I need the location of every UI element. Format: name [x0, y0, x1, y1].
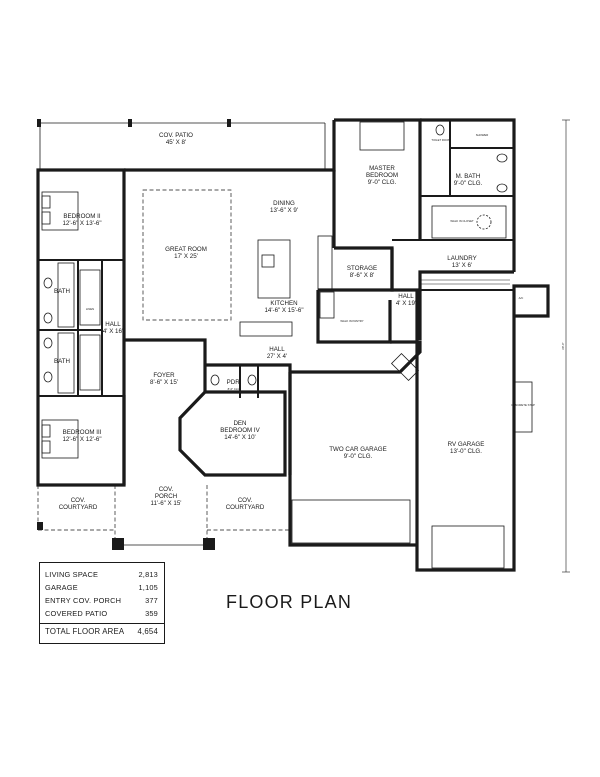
cov-courtyard-west-2: COURTYARD [59, 504, 98, 511]
walk-in-closet-label: WALK IN CLOSET [450, 219, 474, 223]
area-label: ENTRY COV. PORCH [45, 596, 122, 605]
storage-name: STORAGE [347, 265, 377, 272]
walk-in-pantry-label: WALK IN PANTRY [340, 319, 363, 323]
entry-courtyards [37, 485, 290, 550]
total-row: TOTAL FLOOR AREA 4,654 [45, 626, 158, 637]
area-row: COVERED PATIO 359 [45, 608, 158, 619]
two-car-garage-dims: 9'-0" CLG. [344, 453, 373, 460]
center-walls [122, 340, 422, 485]
foyer-dims: 8'-6" X 15' [150, 379, 178, 386]
cov-porch-2: PORCH [155, 493, 177, 500]
garage-walls [288, 279, 550, 572]
master-bedroom-name-1: MASTER [369, 165, 395, 172]
kitchen-dims: 14'-6" X 15'-6" [264, 307, 303, 314]
kitchen-name: KITCHEN [270, 300, 297, 307]
shower-label: SHOWER [476, 133, 489, 137]
master-bedroom-dims: 9'-0" CLG. [368, 179, 397, 186]
hall-west-dims: 4' X 16' [103, 328, 123, 335]
area-value: 377 [145, 596, 158, 605]
area-value: 2,813 [138, 570, 158, 579]
m-bath-name: M. BATH [456, 173, 481, 180]
bedroom-ii-dims: 12'-6" X 13'-6" [62, 220, 101, 227]
area-summary-table: LIVING SPACE 2,813 GARAGE 1,105 ENTRY CO… [39, 562, 165, 644]
two-car-garage-name: TWO CAR GARAGE [329, 446, 386, 453]
dining-name: DINING [273, 200, 295, 207]
hall-center-dims: 27' X 4' [267, 353, 287, 360]
master-bedroom-name-2: BEDROOM [366, 172, 398, 179]
hall-east-dims: 4' X 19' [396, 300, 416, 307]
rv-garage-name: RV GARAGE [448, 441, 485, 448]
area-value: 359 [145, 609, 158, 618]
foyer-name: FOYER [153, 372, 175, 379]
area-label: LIVING SPACE [45, 570, 99, 579]
great-room-dims: 17' X 25' [174, 253, 198, 260]
area-row: LIVING SPACE 2,813 [45, 569, 158, 580]
bath-lower-name: BATH [54, 358, 70, 365]
hall-west-name: HALL [105, 321, 121, 328]
hall-east-name: HALL [398, 293, 414, 300]
bedroom-iii-dims: 12'-6" X 12'-6" [62, 436, 101, 443]
storage-dims: 8'-6" X 8' [350, 272, 375, 279]
cov-porch-dims: 11'-6" X 15' [151, 500, 182, 507]
area-label: COVERED PATIO [45, 609, 108, 618]
pdr-dims: 8'-0" CLG. [228, 387, 241, 391]
cov-porch-1: COV. [159, 486, 174, 493]
area-row: GARAGE 1,105 [45, 582, 158, 593]
den-name-2: BEDROOM IV [220, 427, 260, 434]
bath-upper-name: BATH [54, 288, 70, 295]
toilet-room-label: TOILET ROOM [431, 138, 451, 142]
overall-depth-label: 68'-0" [561, 342, 565, 349]
cov-courtyard-east-2: COURTYARD [226, 504, 265, 511]
cov-courtyard-west-1: COV. [71, 497, 86, 504]
table-divider [40, 623, 164, 624]
plan-title: FLOOR PLAN [226, 592, 353, 612]
hall-center-name: HALL [269, 346, 285, 353]
great-room-name: GREAT ROOM [165, 246, 207, 253]
great-room-rug [142, 189, 232, 321]
den-dims: 14'-6" X 10' [224, 434, 255, 441]
total-value: 4,654 [137, 627, 158, 636]
rv-garage-dims: 13'-0" CLG. [450, 448, 482, 455]
total-label: TOTAL FLOOR AREA [45, 627, 125, 636]
cov-patio [37, 119, 326, 170]
linen-label: LINEN [86, 307, 94, 311]
pdr-name: PDR. [227, 379, 242, 386]
cov-patio-dims: 45' X 8' [166, 139, 186, 146]
concrete-step-label: CONCRETE STEP [511, 403, 535, 407]
bedroom-iii-name: BEDROOM III [63, 429, 102, 436]
laundry-dims: 13' X 6' [452, 262, 472, 269]
dining-dims: 13'-6" X 9' [270, 207, 298, 214]
area-row: ENTRY COV. PORCH 377 [45, 595, 158, 606]
cov-courtyard-east-1: COV. [238, 497, 253, 504]
m-bath-dims: 9'-0" CLG. [454, 180, 483, 187]
cov-patio-name: COV. PATIO [159, 132, 193, 139]
den-name: DEN [233, 420, 246, 427]
area-value: 1,105 [138, 583, 158, 592]
ac-label: A/C [519, 296, 524, 300]
bedroom-ii-name: BEDROOM II [63, 213, 100, 220]
laundry-name: LAUNDRY [447, 255, 476, 262]
area-label: GARAGE [45, 583, 78, 592]
